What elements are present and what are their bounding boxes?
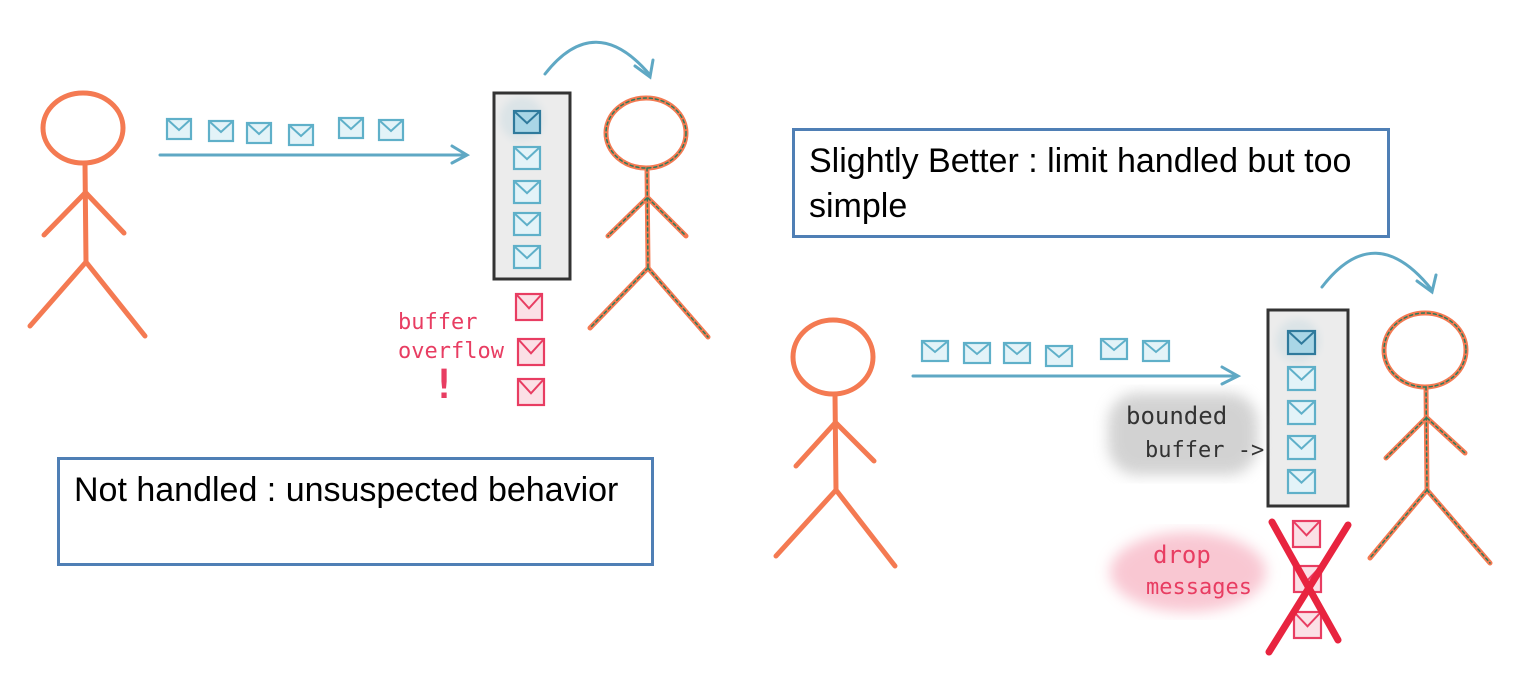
envelope-icon xyxy=(1099,337,1129,361)
buffer-overflow-label: buffer overflow ! xyxy=(398,310,505,408)
bounded-buffer-text-line2: buffer -> xyxy=(1145,438,1264,463)
envelope-icon xyxy=(337,116,365,140)
envelope-icon xyxy=(287,123,315,147)
consume-arrow xyxy=(1320,251,1438,295)
message-stream xyxy=(920,337,1171,368)
bounded-buffer-label: bounded buffer -> xyxy=(1108,393,1264,475)
buffer-queue xyxy=(492,91,572,281)
buffer-overflow-text-line1: buffer xyxy=(398,310,477,335)
overflow-messages xyxy=(514,292,546,407)
envelope-icon xyxy=(512,244,542,270)
envelope-icon xyxy=(1286,468,1317,495)
scenario-not-handled: buffer overflow ! xyxy=(27,40,711,408)
receiver-stick-figure-icon xyxy=(587,95,711,340)
sender-stick-figure-icon xyxy=(27,90,148,339)
envelope-icon xyxy=(512,211,542,237)
envelope-icon xyxy=(962,341,992,365)
drop-messages-text-line2: messages xyxy=(1146,575,1252,600)
buffered-messages xyxy=(1286,329,1317,495)
exclamation-mark: ! xyxy=(432,362,456,408)
envelope-icon xyxy=(245,121,273,145)
bounded-buffer-queue xyxy=(1266,308,1350,508)
envelope-icon xyxy=(516,377,546,407)
envelope-icon xyxy=(1286,365,1317,392)
dropped-messages xyxy=(1291,519,1323,640)
envelope-icon xyxy=(512,179,542,205)
message-stream xyxy=(165,116,405,147)
envelope-icon xyxy=(1286,399,1317,426)
buffer-overflow-text-line2: overflow xyxy=(398,339,505,364)
envelope-icon xyxy=(1286,329,1317,356)
envelope-icon xyxy=(1002,341,1032,365)
label-smudge xyxy=(1110,532,1266,612)
label-smudge xyxy=(1108,393,1258,475)
receiver-stick-figure-icon xyxy=(1367,310,1493,566)
envelope-icon xyxy=(1291,519,1322,549)
bounded-buffer-text-line1: bounded xyxy=(1126,402,1227,430)
envelope-icon xyxy=(165,117,193,141)
envelope-icon xyxy=(377,118,405,142)
envelope-icon xyxy=(512,145,542,171)
envelope-icon xyxy=(1286,434,1317,461)
envelope-icon xyxy=(1044,344,1074,368)
send-arrow xyxy=(911,365,1242,386)
send-arrow xyxy=(158,144,471,165)
caption-not-handled: Not handled : unsuspected behavior xyxy=(57,457,654,566)
buffered-messages xyxy=(512,109,542,270)
caption-slightly-better: Slightly Better : limit handled but too … xyxy=(792,128,1390,238)
envelope-icon xyxy=(207,119,235,143)
scenario-slightly-better: bounded buffer -> drop messages xyxy=(773,251,1493,656)
drop-messages-text-line1: drop xyxy=(1153,541,1211,569)
cross-icon xyxy=(1265,518,1352,656)
envelope-icon xyxy=(920,339,950,363)
envelope-icon xyxy=(514,292,544,322)
envelope-icon xyxy=(1141,339,1171,363)
envelope-icon xyxy=(516,337,546,367)
sender-stick-figure-icon xyxy=(773,317,898,569)
drop-messages-label: drop messages xyxy=(1110,532,1266,612)
envelope-icon xyxy=(1292,610,1323,640)
consume-arrow xyxy=(543,40,655,80)
envelope-icon xyxy=(512,109,542,135)
